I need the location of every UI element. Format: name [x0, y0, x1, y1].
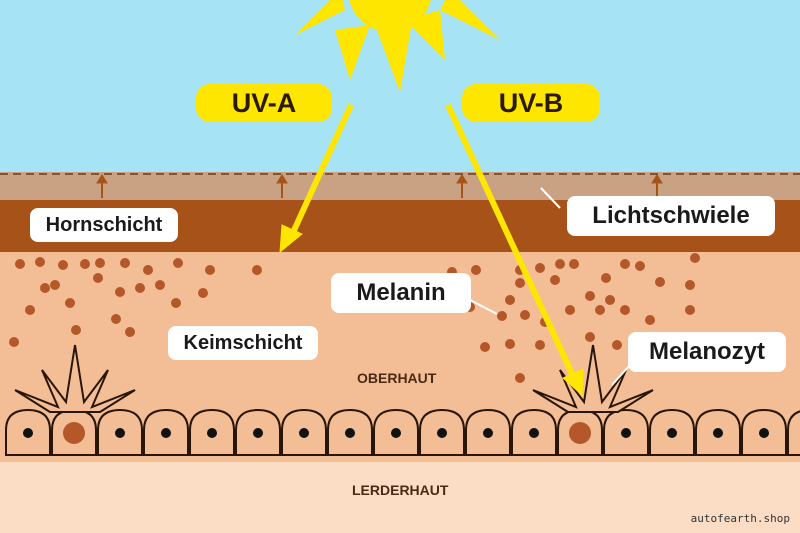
basal-cell [281, 408, 327, 456]
melanin-granule [505, 339, 515, 349]
basal-cell [327, 408, 373, 456]
melanin-granule [620, 305, 630, 315]
melanin-granule [198, 288, 208, 298]
basal-cell [235, 408, 281, 456]
melanocyte-right [532, 344, 654, 413]
basal-cell [741, 408, 787, 456]
label-melanin: Melanin [331, 273, 471, 313]
basal-cell [189, 408, 235, 456]
melanin-granule [645, 315, 655, 325]
callus-growth-arrows [96, 174, 663, 198]
melanin-granule [135, 283, 145, 293]
melanin-granule [143, 265, 153, 275]
melanin-granule [155, 280, 165, 290]
basal-cell [5, 408, 51, 456]
melanin-granule [515, 278, 525, 288]
basal-cell [511, 408, 557, 456]
melanin-granule [252, 265, 262, 275]
melanin-granule [685, 305, 695, 315]
basal-cell [373, 408, 419, 456]
melanin-granule [655, 277, 665, 287]
melanin-granule [115, 287, 125, 297]
melanin-granule [565, 305, 575, 315]
melanin-granule [569, 259, 579, 269]
melanin-granule [25, 305, 35, 315]
melanin-granule [58, 260, 68, 270]
melanin-granule [585, 291, 595, 301]
label-pointers [469, 187, 631, 386]
melanin-granule [635, 261, 645, 271]
uvb-arrow [445, 103, 584, 397]
melanin-granule [585, 332, 595, 342]
label-hornschicht: Hornschicht [30, 208, 178, 242]
label-lichtschwiele: Lichtschwiele [567, 196, 775, 236]
basal-cell [649, 408, 695, 456]
melanin-granule [40, 283, 50, 293]
melanin-granule [595, 305, 605, 315]
melanin-granule [15, 259, 25, 269]
basal-cell [557, 408, 603, 456]
melanin-granule [93, 273, 103, 283]
melanin-granule [65, 298, 75, 308]
melanin-granule [120, 258, 130, 268]
melanin-granule [171, 298, 181, 308]
melanin-granule [685, 280, 695, 290]
basal-cell [465, 408, 511, 456]
melanin-granule [505, 295, 515, 305]
sun-icon [295, 0, 500, 92]
basal-cell [97, 408, 143, 456]
basal-cell [603, 408, 649, 456]
melanin-granule [111, 314, 121, 324]
uva-label: UV-A [196, 84, 332, 122]
melanin-granule [71, 325, 81, 335]
layer-name-lederhaut: LERDERHAUT [352, 482, 449, 498]
basal-cell [143, 408, 189, 456]
melanin-granule [612, 340, 622, 350]
melanin-granule [535, 263, 545, 273]
melanin-granule [95, 258, 105, 268]
melanin-granule [520, 310, 530, 320]
melanin-granule [480, 342, 490, 352]
melanin-granule [205, 265, 215, 275]
melanin-granule [550, 275, 560, 285]
basal-cell [419, 408, 465, 456]
melanin-granule [690, 253, 700, 263]
melanocyte-left [14, 344, 136, 413]
watermark: autofearth.shop [690, 512, 790, 525]
label-melanozyt: Melanozyt [628, 332, 786, 372]
melanin-granule [80, 259, 90, 269]
basal-cell [695, 408, 741, 456]
uvb-label: UV-B [462, 84, 600, 122]
basal-cell [787, 410, 800, 456]
basal-cell-row [5, 408, 800, 456]
label-keimschicht: Keimschicht [168, 326, 318, 360]
layer-name-oberhaut: OBERHAUT [357, 370, 437, 386]
melanin-granule [601, 273, 611, 283]
melanin-granule [471, 265, 481, 275]
melanin-granule [35, 257, 45, 267]
melanin-granule [497, 311, 507, 321]
uva-arrow [279, 103, 354, 254]
melanin-granule [555, 259, 565, 269]
melanin-granule [620, 259, 630, 269]
melanin-granule [535, 340, 545, 350]
melanin-granule [9, 337, 19, 347]
melanin-granules [9, 253, 700, 383]
melanin-granule [50, 280, 60, 290]
melanin-granule [125, 327, 135, 337]
dermis-layer [0, 462, 800, 533]
melanin-granule [173, 258, 183, 268]
basal-cell [51, 408, 97, 456]
melanin-granule [515, 373, 525, 383]
melanin-granule [605, 295, 615, 305]
